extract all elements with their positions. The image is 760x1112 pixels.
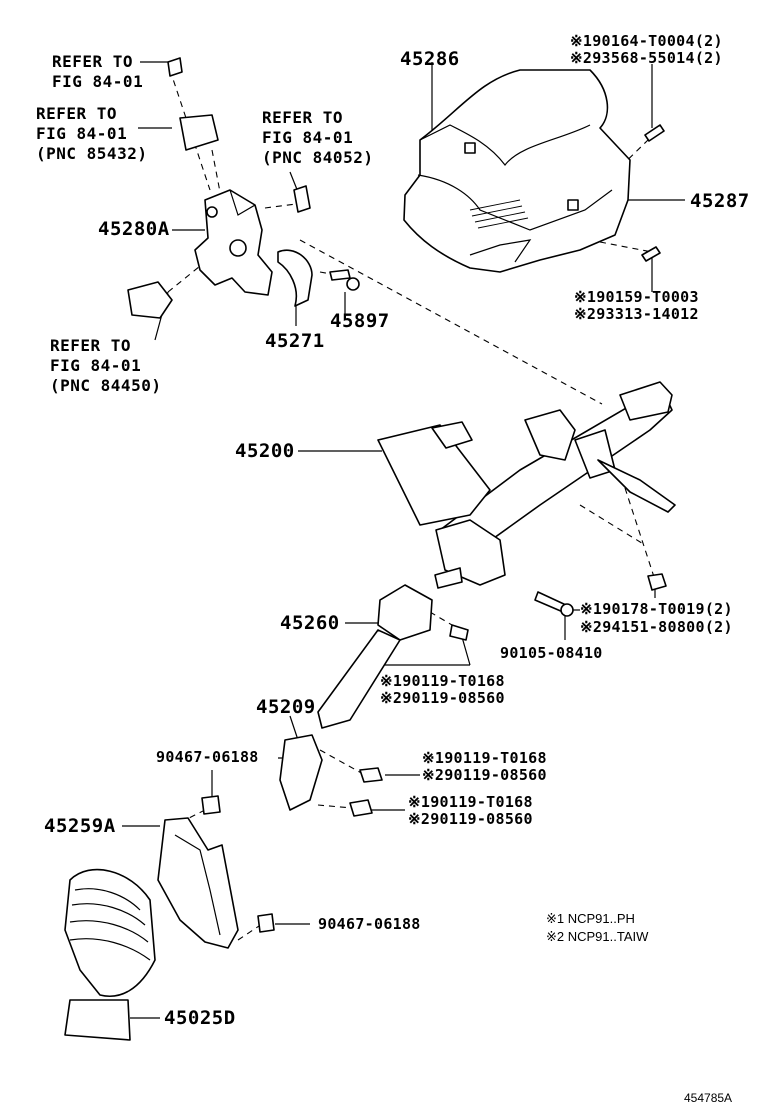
bolt-45897 xyxy=(329,269,360,291)
ref4-line1[interactable]: REFER TO xyxy=(50,336,132,355)
note-1: ※1 NCP91..PH xyxy=(546,911,635,926)
switch-connector-bottom xyxy=(127,281,173,319)
part-45025D[interactable]: 45025D xyxy=(164,1007,236,1029)
clip-90467-upper xyxy=(201,795,221,815)
part-190159[interactable]: ※190159-T0003 xyxy=(574,288,699,306)
ref2-line1[interactable]: REFER TO xyxy=(36,104,118,123)
part-294151[interactable]: ※294151-80800(2) xyxy=(580,618,733,636)
part-190164[interactable]: ※190164-T0004(2) xyxy=(570,32,723,50)
bolt-top xyxy=(167,57,183,77)
screw-cover-lower xyxy=(641,246,661,262)
part-290119-c[interactable]: ※290119-08560 xyxy=(408,810,533,828)
column-hole-cover xyxy=(157,817,239,949)
part-45209[interactable]: 45209 xyxy=(256,696,316,718)
steering-column xyxy=(434,381,676,589)
ref1-line1[interactable]: REFER TO xyxy=(52,52,134,71)
screw-cover-upper xyxy=(644,124,665,142)
ref3-line1[interactable]: REFER TO xyxy=(262,108,344,127)
ref2-line3[interactable]: (PNC 85432) xyxy=(36,144,148,163)
clip-90467-lower xyxy=(257,913,275,933)
part-45287[interactable]: 45287 xyxy=(690,190,750,212)
nut-right xyxy=(647,573,667,591)
part-293313[interactable]: ※293313-14012 xyxy=(574,305,699,323)
bracket-45271 xyxy=(277,249,313,307)
switch-clip xyxy=(293,185,311,213)
ignition-lock-housing xyxy=(194,189,273,296)
part-290119-a[interactable]: ※290119-08560 xyxy=(380,689,505,707)
bolt-90105 xyxy=(534,591,574,617)
eps-motor xyxy=(377,421,491,526)
part-290119-b[interactable]: ※290119-08560 xyxy=(422,766,547,784)
note-2: ※2 NCP91..TAIW xyxy=(546,929,649,944)
universal-joint xyxy=(279,734,323,811)
part-190178[interactable]: ※190178-T0019(2) xyxy=(580,600,733,618)
part-190119-a[interactable]: ※190119-T0168 xyxy=(380,672,505,690)
column-cover xyxy=(403,69,631,273)
part-45280A[interactable]: 45280A xyxy=(98,218,170,240)
part-90467-upper[interactable]: 90467-06188 xyxy=(156,748,259,766)
part-45200[interactable]: 45200 xyxy=(235,440,295,462)
switch-connector-top xyxy=(179,114,219,151)
ref4-line3[interactable]: (PNC 84450) xyxy=(50,376,162,395)
steering-boot xyxy=(64,868,156,1041)
ref3-line3[interactable]: (PNC 84052) xyxy=(262,148,374,167)
bolt-shaft xyxy=(449,624,469,641)
part-90105[interactable]: 90105-08410 xyxy=(500,644,603,662)
part-190119-c[interactable]: ※190119-T0168 xyxy=(408,793,533,811)
leader-lines xyxy=(122,61,685,1019)
ref2-line2[interactable]: FIG 84-01 xyxy=(36,124,128,143)
part-45286[interactable]: 45286 xyxy=(400,48,460,70)
ref3-line2[interactable]: FIG 84-01 xyxy=(262,128,354,147)
part-45259A[interactable]: 45259A xyxy=(44,815,116,837)
part-190119-b[interactable]: ※190119-T0168 xyxy=(422,749,547,767)
part-90467-lower[interactable]: 90467-06188 xyxy=(318,915,421,933)
part-45260[interactable]: 45260 xyxy=(280,612,340,634)
intermediate-shaft xyxy=(317,584,433,729)
bolt-uj-lower xyxy=(349,799,373,817)
part-293568[interactable]: ※293568-55014(2) xyxy=(570,49,723,67)
part-45271[interactable]: 45271 xyxy=(265,330,325,352)
ref1-line2[interactable]: FIG 84-01 xyxy=(52,72,144,91)
ref4-line2[interactable]: FIG 84-01 xyxy=(50,356,142,375)
figure-id: 454785A xyxy=(684,1091,733,1105)
part-45897[interactable]: 45897 xyxy=(330,310,390,332)
bolt-uj-upper xyxy=(359,767,383,783)
